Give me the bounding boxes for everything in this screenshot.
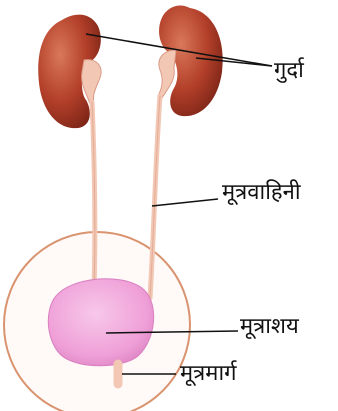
bladder-label: मूत्राशय bbox=[240, 316, 299, 338]
ureter-label: मूत्रवाहिनी bbox=[222, 182, 301, 204]
ureter-leader bbox=[152, 199, 218, 206]
bladder bbox=[48, 279, 153, 366]
kidney-label: गुर्दा bbox=[274, 60, 304, 82]
left-renal-pelvis bbox=[82, 60, 101, 104]
urethra-label: मूत्रमार्ग bbox=[180, 363, 237, 385]
